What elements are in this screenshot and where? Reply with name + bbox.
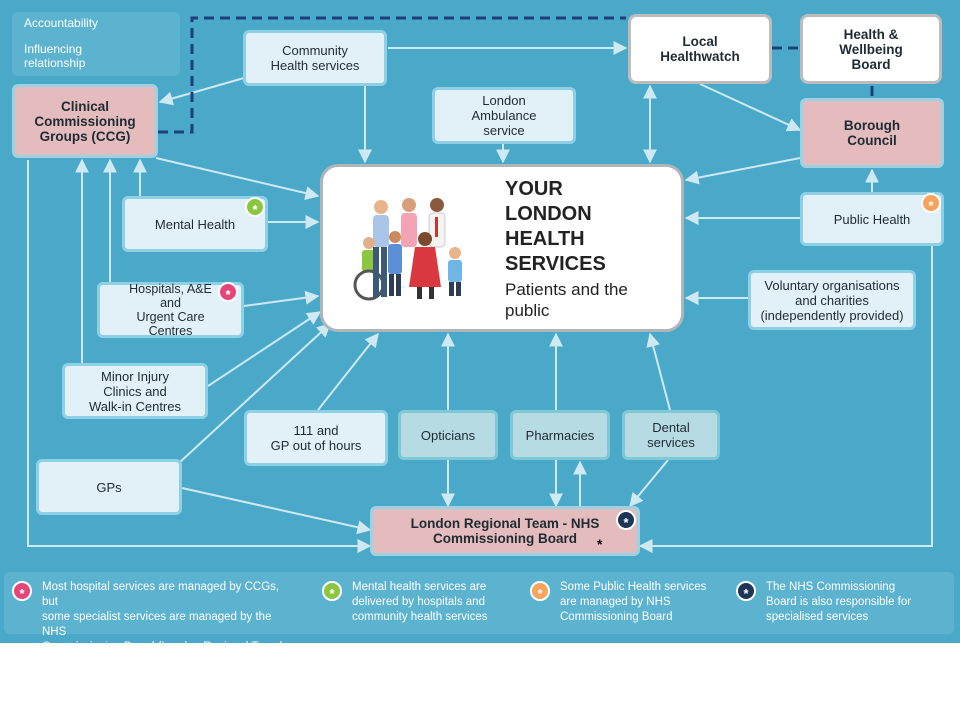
star-navy-icon: * bbox=[616, 510, 636, 530]
footnote-green-star-icon: * bbox=[322, 581, 342, 601]
footnote-pink-star-icon: * bbox=[12, 581, 32, 601]
footnotes-panel: * Most hospital services are managed by … bbox=[4, 572, 954, 643]
edge-dental-nhs bbox=[629, 459, 669, 508]
edge-ccg-center bbox=[155, 157, 320, 200]
node-health-wellbeing-board: Health & Wellbeing Board bbox=[800, 14, 942, 84]
edge-gps-nhs bbox=[181, 487, 372, 535]
center-subtitle: Patients and the public bbox=[505, 280, 628, 320]
footnote-pink-text: Most hospital services are managed by CC… bbox=[42, 581, 283, 643]
center-title: YOUR LONDON HEALTH SERVICES bbox=[505, 178, 606, 275]
node-public-health: Public Health bbox=[800, 192, 944, 246]
star-orange-icon: * bbox=[921, 193, 941, 213]
node-hospitals-ae-urgent-care: Hospitals, A&E and Urgent Care Centres bbox=[97, 282, 244, 338]
edge-minor-center bbox=[207, 311, 322, 387]
edge-gps-center bbox=[179, 323, 332, 463]
edge-dental-center bbox=[646, 332, 671, 411]
edge-hospitals-center bbox=[243, 290, 320, 307]
node-voluntary-organisations: Voluntary organisations and charities (i… bbox=[748, 270, 916, 330]
node-gps: GPs bbox=[36, 459, 182, 515]
edge-ccg-nhs bbox=[27, 160, 372, 553]
node-clinical-commissioning-groups: Clinical Commissioning Groups (CCG) bbox=[12, 84, 158, 158]
node-pharmacies: Pharmacies bbox=[510, 410, 610, 460]
legend-accountability-label: Accountability bbox=[24, 16, 99, 30]
edge-111-center bbox=[317, 332, 379, 411]
star-green-icon: * bbox=[245, 197, 265, 217]
node-local-healthwatch: Local Healthwatch bbox=[628, 14, 772, 84]
footnote-orange-star-icon: * bbox=[530, 581, 550, 601]
node-london-ambulance-service: London Ambulance service bbox=[432, 87, 576, 144]
node-mental-health: Mental Health bbox=[122, 196, 268, 252]
edge-borough-center bbox=[684, 157, 801, 185]
footnote-orange-text: Some Public Health services are managed … bbox=[560, 581, 707, 623]
people-illustration-icon bbox=[353, 198, 462, 301]
center-panel: YOUR LONDON HEALTH SERVICES Patients and… bbox=[320, 164, 684, 332]
node-111-gp-out-of-hours: 111 and GP out of hours bbox=[244, 410, 388, 466]
legend-panel: Accountability Influencing relationship bbox=[12, 12, 180, 76]
footnote-green-text: Mental health services are delivered by … bbox=[352, 581, 488, 623]
star-pink-icon: * bbox=[218, 282, 238, 302]
footnote-navy-text: The NHS Commissioning Board is also resp… bbox=[766, 581, 912, 623]
node-dental-services: Dental services bbox=[622, 410, 720, 460]
edge-healthwatch-borough bbox=[699, 83, 802, 132]
node-london-regional-team-nhs: London Regional Team - NHS Commissioning… bbox=[370, 506, 640, 556]
node-minor-injury-clinics: Minor Injury Clinics and Walk-in Centres bbox=[62, 363, 208, 419]
node-community-health-services: Community Health services bbox=[243, 30, 387, 86]
stray-asterisk: * bbox=[597, 536, 603, 552]
edge-community-ccg bbox=[158, 77, 245, 106]
node-opticians: Opticians bbox=[398, 410, 498, 460]
diagram-canvas: Accountability Influencing relationship … bbox=[0, 0, 960, 643]
influence-ccg-healthwatch bbox=[158, 16, 626, 134]
footnote-navy-star-icon: * bbox=[736, 581, 756, 601]
node-borough-council: Borough Council bbox=[800, 98, 944, 168]
legend-influencing-label: Influencing relationship bbox=[24, 42, 86, 70]
edge-public-nhs bbox=[638, 246, 933, 553]
